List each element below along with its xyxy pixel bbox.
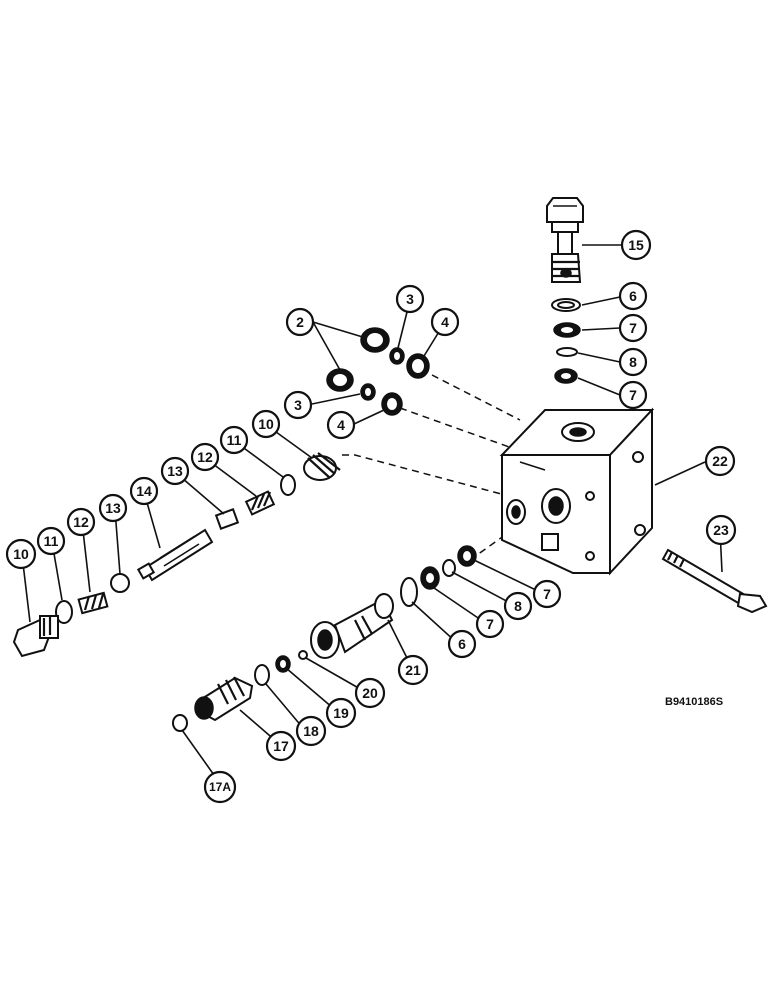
plug-10-lower [12,615,59,658]
cap-13-lower [110,573,130,593]
valve-body [499,407,655,576]
callout-15: 15 [620,229,652,261]
callout-20: 20 [354,677,386,709]
callout-3-upper: 3 [395,284,425,314]
callout-7-upper-2: 7 [618,380,648,410]
relief-cartridge [546,197,584,283]
svg-text:3: 3 [406,291,414,307]
callout-13-lower: 13 [98,493,128,523]
callout-6-upper: 6 [618,281,648,311]
svg-text:15: 15 [628,237,644,253]
callout-11-upper: 11 [219,425,249,455]
ring-17a [172,714,188,732]
svg-text:13: 13 [167,463,183,479]
spring-12-upper [244,490,276,516]
cartridge-seals [551,298,581,384]
svg-text:6: 6 [458,636,466,652]
o-ring-seals [326,327,430,416]
svg-text:8: 8 [629,354,637,370]
svg-text:6: 6 [629,288,637,304]
check-ball-20 [298,650,308,660]
callout-19: 19 [325,697,357,729]
cap-13-upper [214,508,240,530]
callout-7-lower: 7 [475,609,505,639]
callout-12-lower: 12 [66,507,96,537]
svg-text:18: 18 [303,723,319,739]
svg-text:20: 20 [362,685,378,701]
svg-text:22: 22 [712,453,728,469]
svg-text:10: 10 [13,546,29,562]
svg-text:7: 7 [629,320,637,336]
svg-text:14: 14 [136,483,152,499]
callout-7-upper: 7 [618,313,648,343]
washer-11-upper [280,474,296,496]
callout-21: 21 [397,654,429,686]
washer-11-lower [55,600,73,624]
callout-4-lower: 4 [326,410,356,440]
svg-text:10: 10 [258,416,274,432]
callout-8-lower: 8 [503,591,533,621]
svg-text:4: 4 [337,417,345,433]
lower-seals [400,545,477,607]
callout-13-upper: 13 [160,456,190,486]
callout-8-upper: 8 [618,347,648,377]
svg-text:12: 12 [197,449,213,465]
svg-text:19: 19 [333,705,349,721]
spring-12-lower [77,591,109,615]
svg-text:7: 7 [543,586,551,602]
svg-text:3: 3 [294,397,302,413]
svg-text:8: 8 [514,598,522,614]
callout-11-lower: 11 [36,526,66,556]
reference-code: B9410186S [665,696,723,708]
callout-10-upper: 10 [251,409,281,439]
svg-text:23: 23 [713,522,729,538]
assembly-lines [342,374,521,561]
svg-text:7: 7 [486,616,494,632]
callout-18: 18 [295,715,327,747]
callout-12-upper: 12 [190,442,220,472]
washer-18 [254,664,270,686]
svg-text:2: 2 [296,314,304,330]
callout-10-lower: 10 [5,538,37,570]
plug-10-upper [303,452,341,481]
cartridge-21 [310,593,394,659]
spool-14 [136,528,214,582]
svg-text:21: 21 [405,662,421,678]
callout-2: 2 [285,307,315,337]
callout-17a: 17A [203,770,237,804]
svg-text:12: 12 [73,514,89,530]
plug-17 [194,676,254,722]
svg-text:7: 7 [629,387,637,403]
svg-text:4: 4 [441,314,449,330]
callout-4-upper: 4 [430,307,460,337]
callout-7-lower-right: 7 [532,579,562,609]
svg-text:11: 11 [44,533,59,549]
callout-22: 22 [704,445,736,477]
bolt-23 [661,548,768,614]
svg-text:13: 13 [105,500,121,516]
svg-text:17: 17 [273,738,289,754]
callout-6-lower: 6 [447,629,477,659]
svg-text:17A: 17A [209,780,231,794]
callout-14: 14 [129,476,159,506]
callout-17: 17 [265,730,297,762]
callout-3-lower: 3 [283,390,313,420]
svg-text:11: 11 [227,432,242,448]
callout-23: 23 [705,514,737,546]
